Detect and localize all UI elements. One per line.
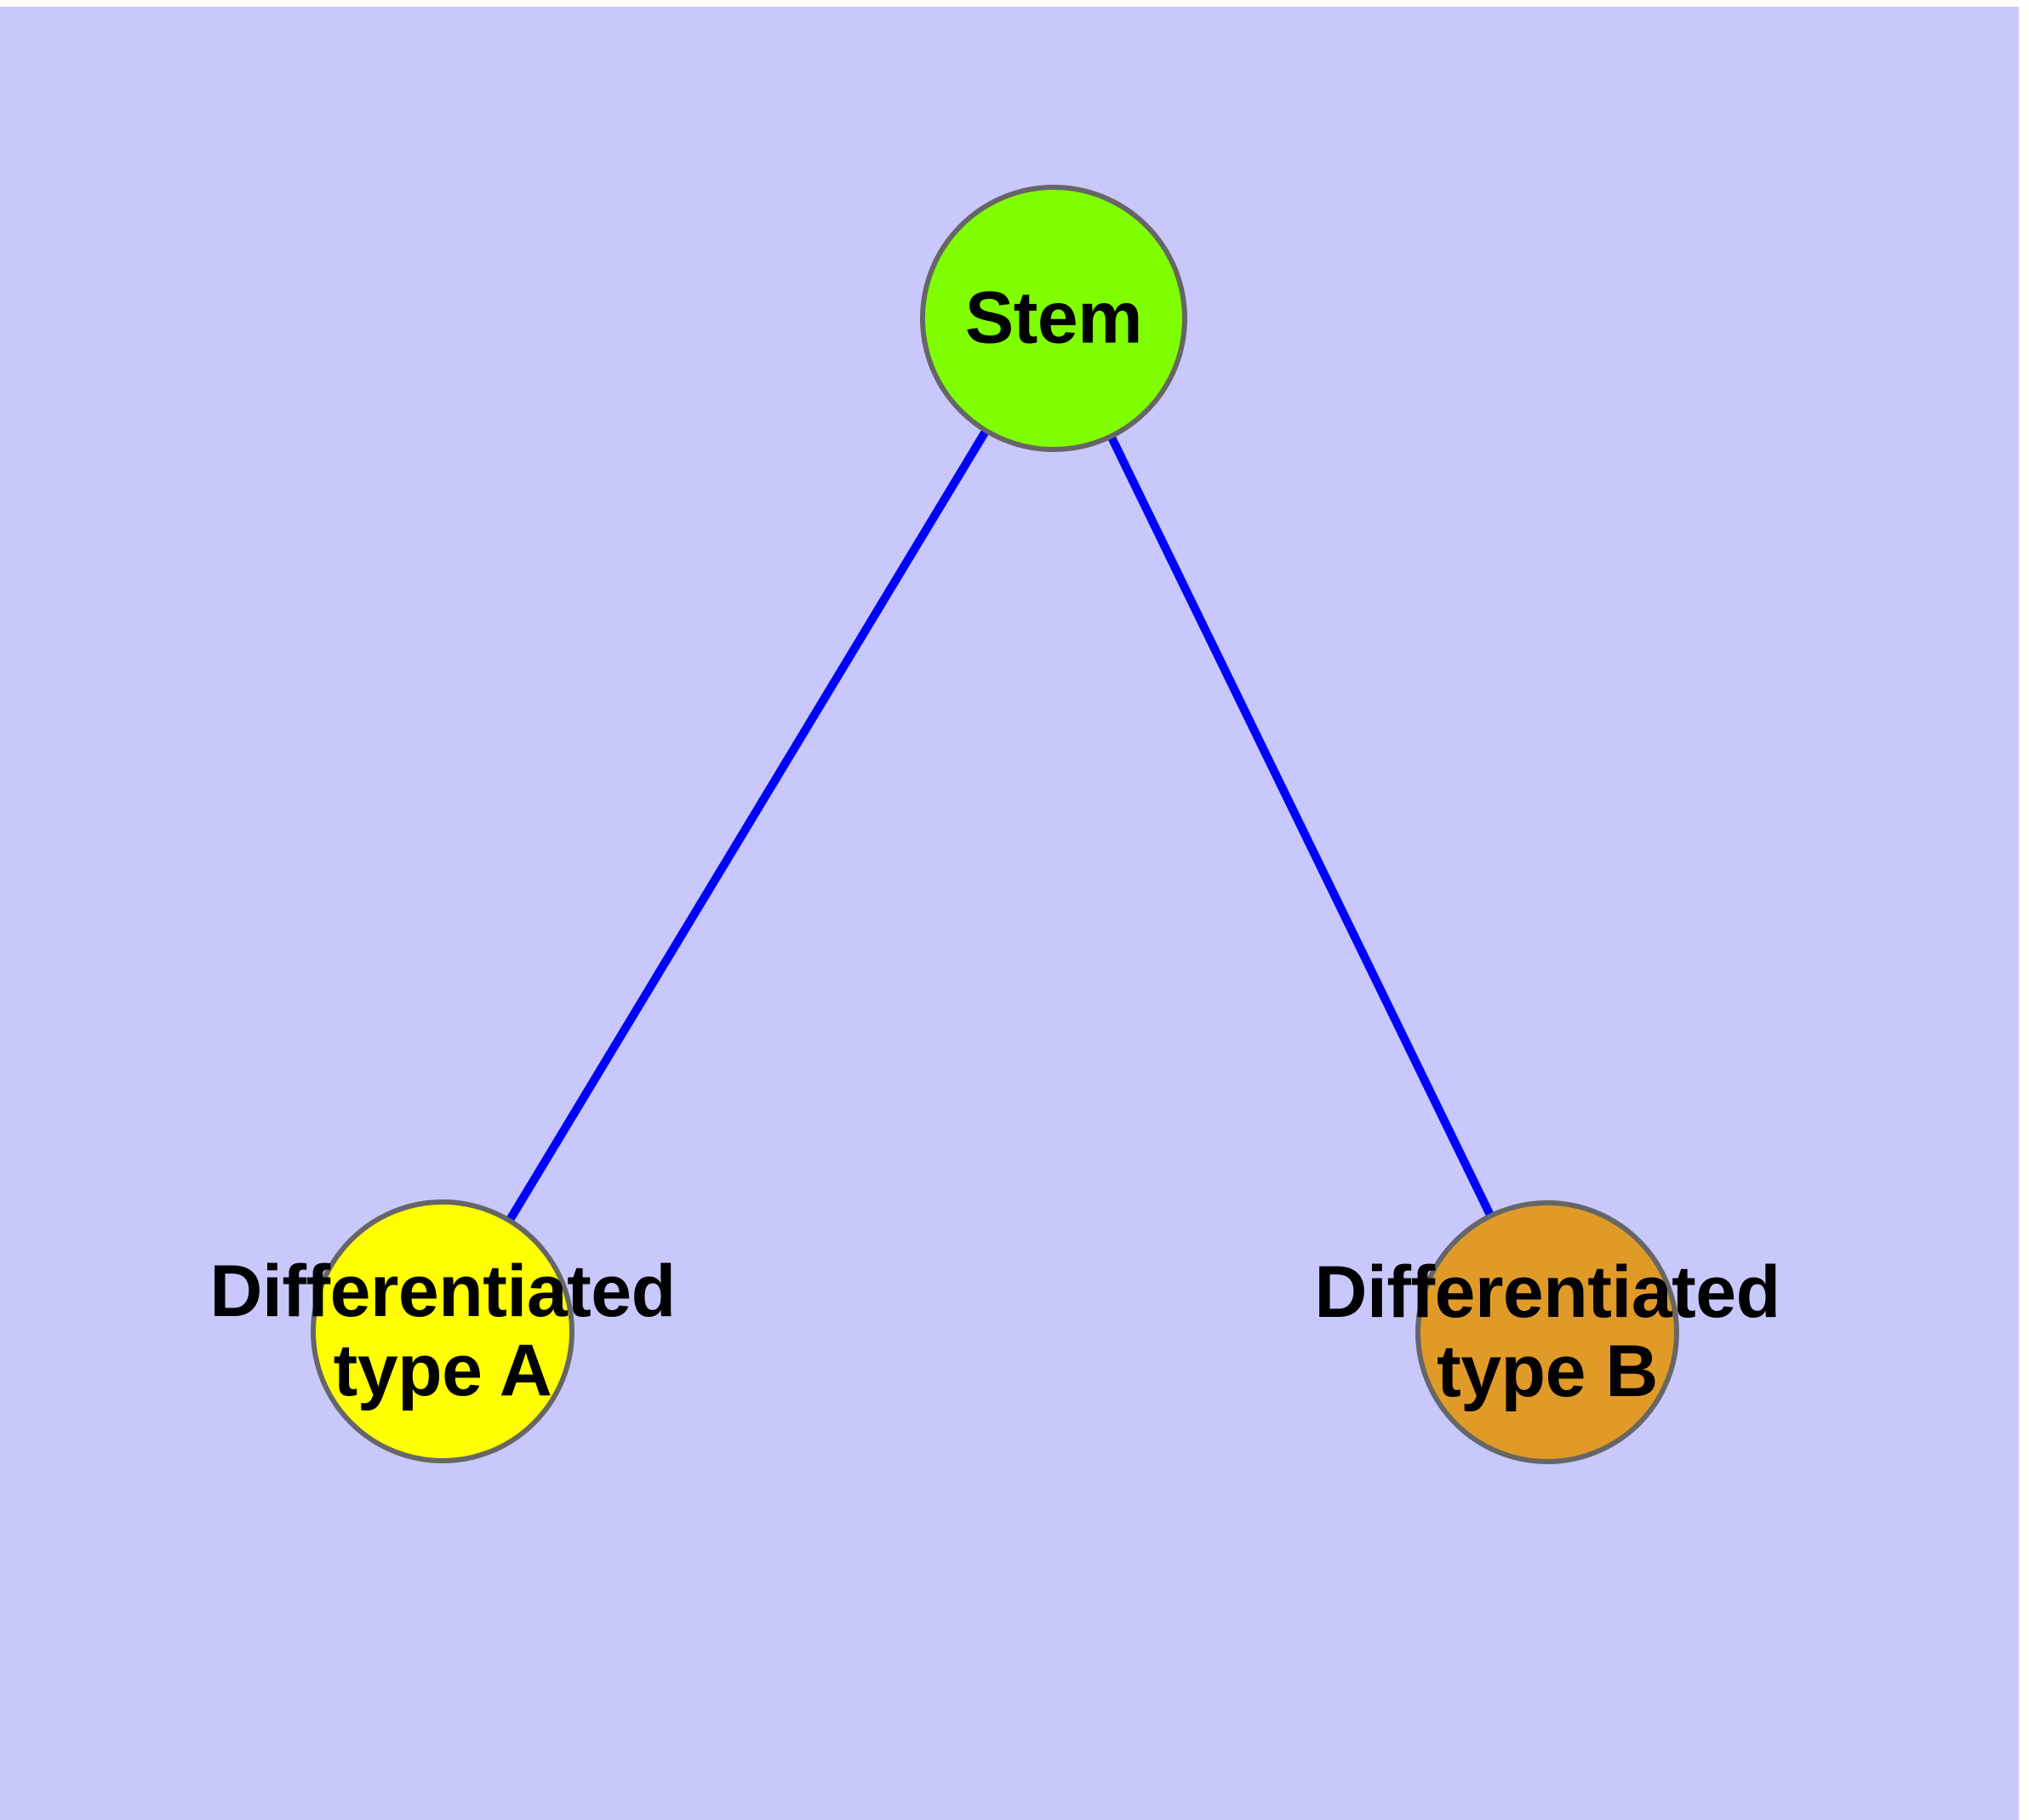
- edges-group: [505, 426, 1495, 1225]
- graph-edge-stem-diff_b: [1106, 432, 1495, 1220]
- graph-edge-stem-diff_a: [505, 426, 991, 1225]
- graph-node-diff_b[interactable]: [1415, 1200, 1679, 1464]
- nodes-group: [311, 185, 1679, 1464]
- graph-node-stem[interactable]: [920, 185, 1187, 452]
- graph-node-diff_a[interactable]: [311, 1199, 574, 1463]
